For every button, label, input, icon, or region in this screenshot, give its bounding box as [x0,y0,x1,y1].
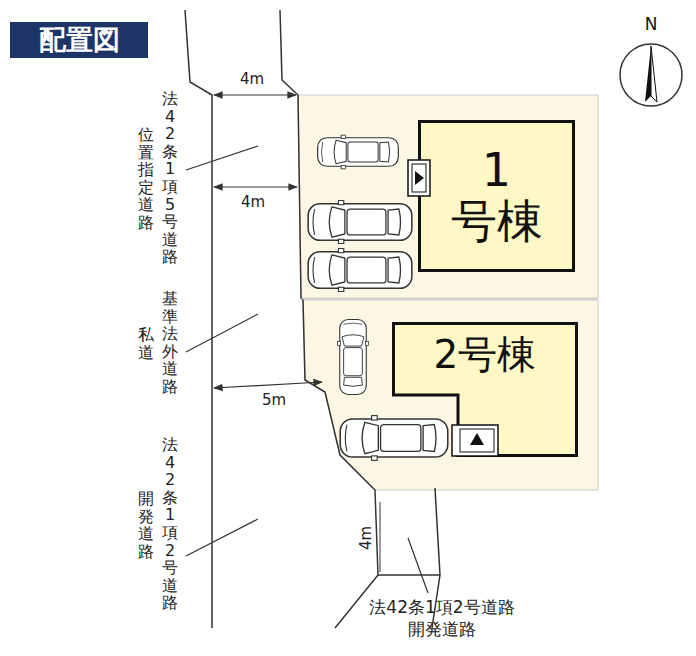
dimension-label: 4m [357,524,375,552]
car [318,135,399,169]
dimension-label: 5m [262,391,286,409]
leader-line [186,146,258,170]
road-label: 法42条1項2号道路 [162,436,178,612]
car [308,200,412,243]
road-edge [378,574,440,576]
building-box: 1 号棟 [418,120,575,272]
north-letter: N [618,12,684,36]
north-arrow: N [618,12,684,112]
compass-circle [620,44,682,106]
lot-area [298,95,598,298]
road-label: 私道 [138,326,154,361]
building-name: 2号棟 [392,322,578,377]
dimension-line [214,186,297,187]
car [340,416,448,461]
leader-line [408,538,428,593]
road-label: 法42条1項2号道路 開発道路 [352,596,532,640]
road-label: 位置指定道路 [138,126,154,232]
building-box: 2号棟 [392,322,578,457]
dimension-line [214,94,296,95]
leader-line [186,519,258,556]
compass-needle [651,46,657,102]
compass-needle [645,46,651,102]
compass [618,40,684,110]
lot-boundary [301,299,598,300]
car [308,248,412,291]
dimension-label: 4m [240,70,264,88]
title-banner: 配置図 [10,22,148,58]
dimension-line [380,502,381,572]
road-edge [185,10,212,628]
dimension-line [214,382,322,388]
road-label: 法42条1項5号道路 [162,90,178,266]
road-label: 基準法外道路 [162,290,178,396]
leader-line [186,314,258,352]
road-label: 開発道路 [138,490,154,560]
car [337,320,368,395]
building-name: 1 号棟 [437,145,557,246]
dimension-label: 4m [241,193,265,211]
road-edge [280,10,378,628]
